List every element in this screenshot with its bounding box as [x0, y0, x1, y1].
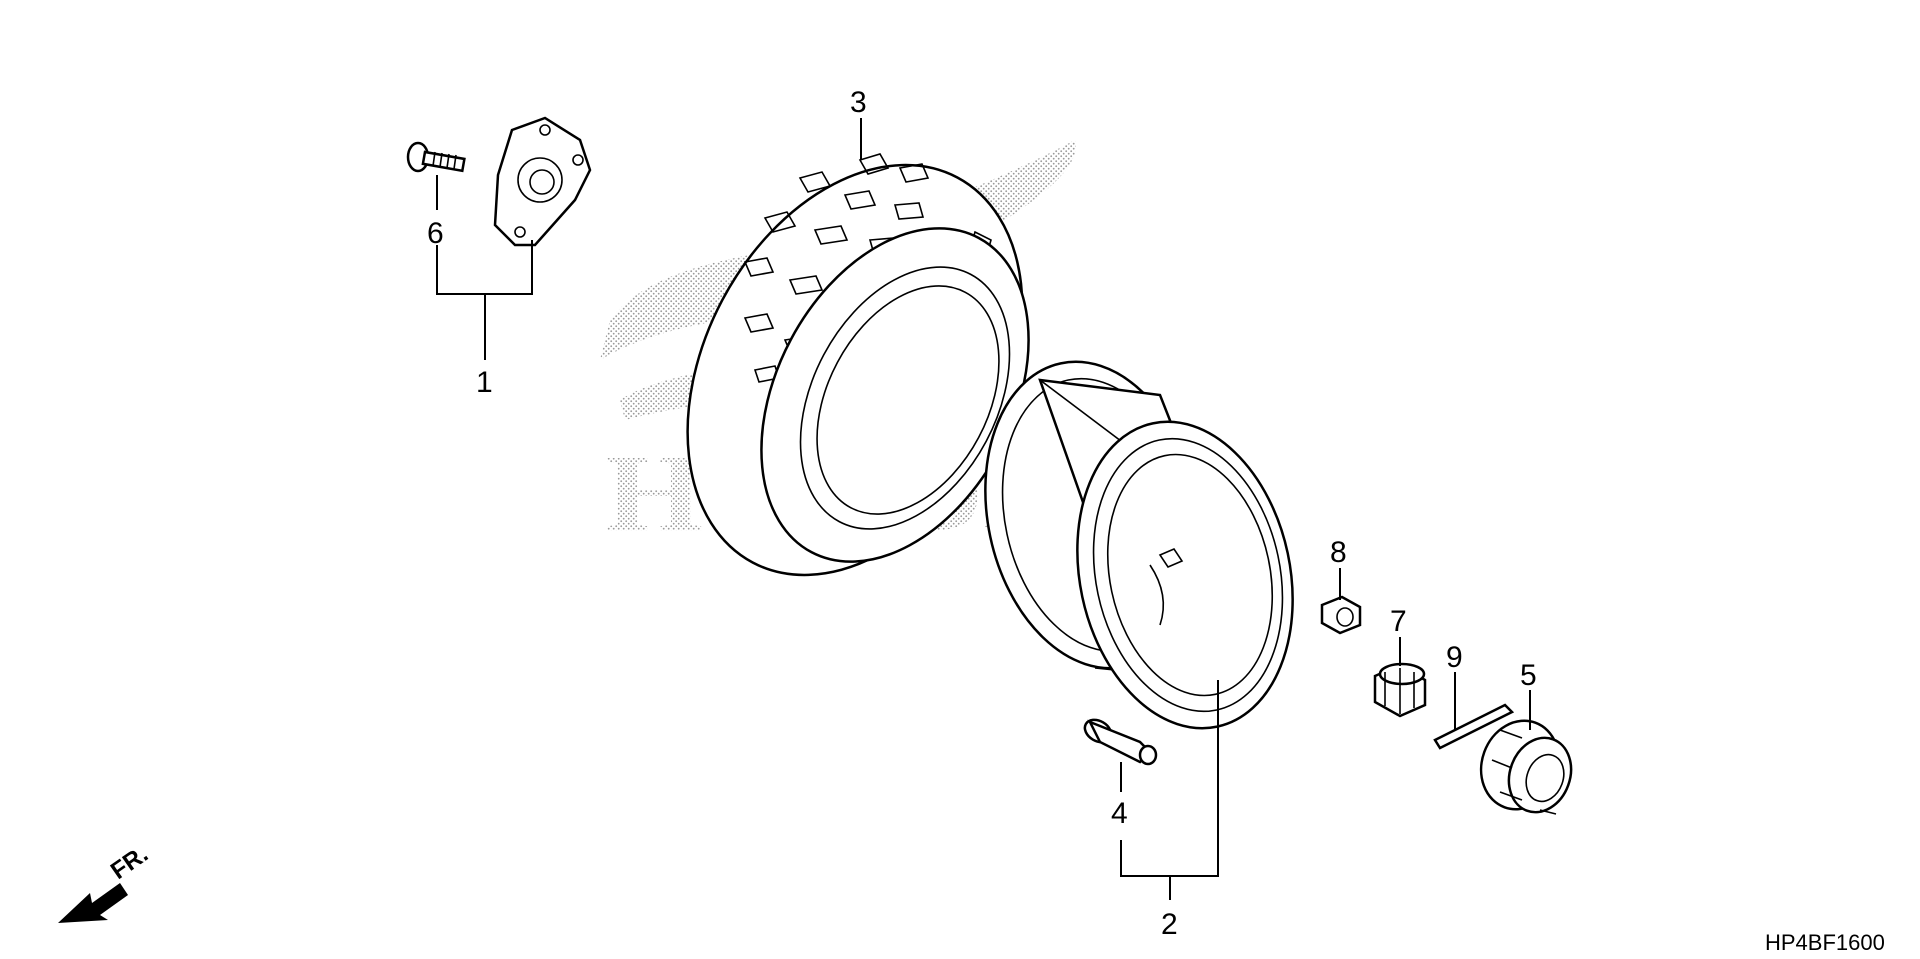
callout-6: 6 [427, 217, 444, 250]
callout-4: 4 [1111, 797, 1128, 830]
callout-5: 5 [1520, 659, 1537, 692]
callout-8: 8 [1330, 536, 1347, 569]
valve-stem [1083, 718, 1158, 766]
callout-1: 1 [476, 366, 493, 399]
diagram-code: HP4BF1600 [1765, 930, 1885, 955]
leader-lines [436, 118, 1531, 900]
callout-9: 9 [1446, 641, 1463, 674]
castle-nut [1373, 662, 1427, 718]
wheel-hub [493, 116, 592, 247]
callout-7: 7 [1390, 605, 1407, 638]
tire [686, 153, 1030, 577]
front-label: FR. [106, 841, 153, 885]
callout-labels: 3 6 1 8 7 9 5 4 2 [427, 86, 1537, 941]
lug-nut [1320, 595, 1362, 635]
wheel-rim [984, 360, 1294, 730]
front-direction-indicator: FR. [58, 841, 153, 923]
callout-3: 3 [850, 86, 867, 119]
hub-bolt [406, 141, 466, 173]
cotter-pin [1433, 703, 1515, 750]
front-arrow-icon [58, 883, 128, 923]
callout-2: 2 [1161, 908, 1178, 941]
hub-nut-cap [1479, 719, 1573, 815]
